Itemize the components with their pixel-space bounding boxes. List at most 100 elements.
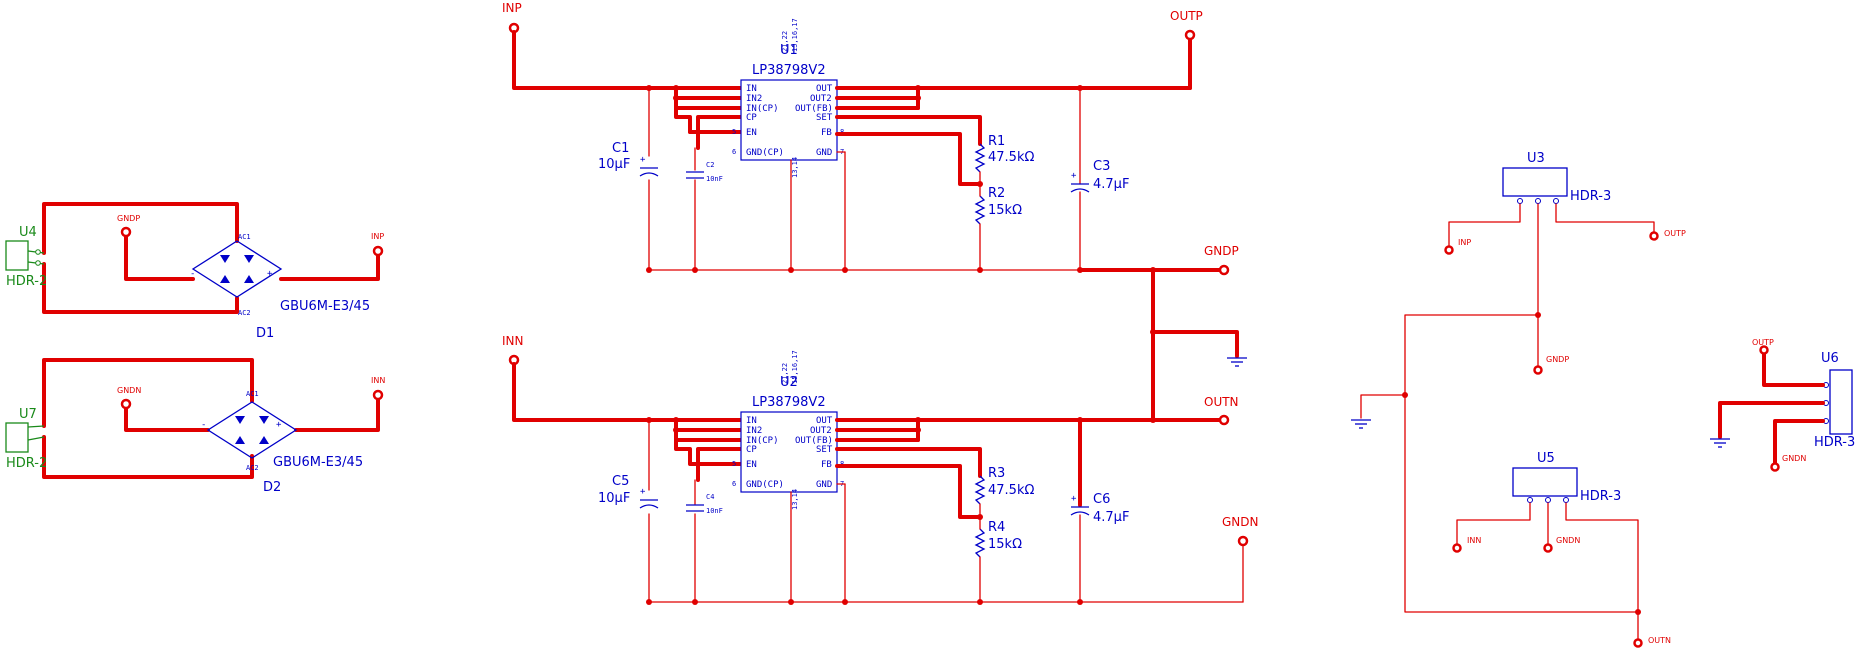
- regulator-u1-body[interactable]: [740, 79, 838, 161]
- header-u3[interactable]: [1502, 167, 1568, 197]
- u3-inp-probe[interactable]: [1444, 245, 1454, 255]
- u2-pin-set: SET: [816, 445, 833, 455]
- regulator-u2-body[interactable]: [740, 411, 838, 493]
- header-u4[interactable]: [5, 240, 29, 271]
- r1-value: 47.5kΩ: [988, 150, 1034, 165]
- u2-pin-out2: OUT2: [810, 426, 832, 436]
- gndp-net-label: GNDP: [1204, 244, 1239, 258]
- u1-pin-en: EN: [746, 128, 757, 138]
- u2-pinnum-5: 5: [732, 460, 736, 468]
- regulator-stage-2: INN + C5 10µF C4 10nF IN IN2 IN(CP) CP E…: [502, 334, 1259, 605]
- c6-value: 4.7µF: [1093, 510, 1129, 525]
- ground-tie: [1150, 267, 1247, 422]
- u1-pinnum-5: 5: [732, 128, 736, 136]
- u3-gndp-label: GNDP: [1546, 355, 1569, 364]
- u3-outp-label: OUTP: [1664, 229, 1686, 238]
- u5-ref: U5: [1537, 451, 1555, 466]
- u1-bottom-pins: 13,14: [791, 157, 799, 178]
- bridge-rectifier-d2[interactable]: [206, 401, 298, 459]
- u2-pin-outfb: OUT(FB): [795, 436, 833, 446]
- u3-ref: U3: [1527, 151, 1545, 166]
- u4-part: HDR-2: [6, 274, 47, 289]
- header-u7[interactable]: [5, 422, 29, 453]
- u2-pinnum-6: 6: [732, 480, 736, 488]
- c2-ref: C2: [706, 161, 714, 169]
- r3-resistor[interactable]: [974, 475, 986, 505]
- inn-label-left: INN: [371, 376, 385, 385]
- u1-ref: U1: [780, 43, 798, 58]
- d1-pin-ac1: AC1: [238, 233, 251, 241]
- gndn-net-label: GNDN: [1222, 515, 1259, 529]
- u5-outn-label: OUTN: [1648, 636, 1671, 645]
- header-u6[interactable]: [1829, 369, 1853, 435]
- u1-top-pins-b: 15,16,17: [791, 18, 799, 52]
- c2-value: 10nF: [706, 175, 723, 183]
- outp-net-label: OUTP: [1170, 9, 1203, 23]
- u3-part: HDR-3: [1570, 189, 1611, 204]
- outp-probe[interactable]: [1184, 29, 1196, 41]
- r4-ref: R4: [988, 520, 1005, 535]
- header-section-u3-u5: U3 HDR-3 INP OUTP GNDP OUTN U5 HDR-3: [1351, 151, 1686, 648]
- u5-part: HDR-3: [1580, 489, 1621, 504]
- gndp-probe-left[interactable]: [120, 226, 132, 238]
- d1-part: GBU6M-E3/45: [280, 299, 370, 314]
- u1-pin-in: IN: [746, 84, 757, 94]
- outn-net-label: OUTN: [1204, 395, 1239, 409]
- svg-text:+: +: [276, 420, 282, 430]
- u5-outn-probe[interactable]: [1633, 638, 1643, 648]
- svg-text:+: +: [1071, 171, 1077, 181]
- r1-resistor[interactable]: [974, 143, 986, 173]
- r3-ref: R3: [988, 466, 1005, 481]
- svg-text:+: +: [267, 269, 273, 279]
- d2-ref: D2: [263, 480, 281, 495]
- u2-pin-fb: FB: [821, 460, 832, 470]
- u3-outp-probe[interactable]: [1649, 231, 1659, 241]
- u3-gndp-probe[interactable]: [1533, 365, 1543, 375]
- u1-pin-set: SET: [816, 113, 833, 123]
- u5-inn-probe[interactable]: [1452, 543, 1462, 553]
- u2-pin-out: OUT: [816, 416, 833, 426]
- d2-part: GBU6M-E3/45: [273, 455, 363, 470]
- u6-part: HDR-3: [1814, 435, 1855, 450]
- c5-ref: C5: [612, 474, 629, 489]
- d1-ref: D1: [256, 326, 274, 341]
- gndn-probe-left[interactable]: [120, 398, 132, 410]
- r4-value: 15kΩ: [988, 537, 1022, 552]
- svg-text:-: -: [190, 269, 195, 279]
- r3-value: 47.5kΩ: [988, 483, 1034, 498]
- header-section-u6: U6 HDR-3 OUTP GNDN: [1710, 338, 1855, 472]
- u1-part: LP38798V2: [752, 63, 826, 78]
- u1-pinnum-6: 6: [732, 148, 736, 156]
- gndp-label-left: GNDP: [117, 214, 140, 223]
- u2-pin-en: EN: [746, 460, 757, 470]
- bridge-rectifier-d1[interactable]: [191, 240, 283, 298]
- u6-outp-label: OUTP: [1752, 338, 1774, 347]
- u2-pin-gnd: GND: [816, 480, 832, 490]
- u5-inn-label: INN: [1467, 536, 1481, 545]
- u7-ref: U7: [19, 407, 37, 422]
- u2-top-pins: 21,22: [781, 363, 789, 384]
- u1-pin-incp: IN(CP): [746, 104, 779, 114]
- gndp-probe[interactable]: [1218, 264, 1230, 276]
- gndn-probe[interactable]: [1237, 535, 1249, 547]
- c5-value: 10µF: [598, 491, 630, 506]
- r2-resistor[interactable]: [974, 195, 986, 225]
- d1-pin-ac2: AC2: [238, 309, 251, 317]
- c4-value: 10nF: [706, 507, 723, 515]
- u7-part: HDR-2: [6, 456, 47, 471]
- header-u5[interactable]: [1512, 467, 1578, 497]
- u2-pin-incp: IN(CP): [746, 436, 779, 446]
- rectifier-section-n: AC1 AC2 - + GBU6M-E3/45 D2 GNDN INN U7 H…: [5, 358, 385, 495]
- r4-resistor[interactable]: [974, 528, 986, 558]
- u6-gndn-probe[interactable]: [1770, 462, 1780, 472]
- u1-pin-out2: OUT2: [810, 94, 832, 104]
- inp-probe-left[interactable]: [372, 245, 384, 257]
- u2-bottom-pins: 13,14: [791, 489, 799, 510]
- u2-part: LP38798V2: [752, 395, 826, 410]
- u6-outp-probe[interactable]: [1759, 345, 1769, 355]
- u5-gndn-probe[interactable]: [1543, 543, 1553, 553]
- inn-probe-left[interactable]: [372, 389, 384, 401]
- u1-top-pins: 21,22: [781, 31, 789, 52]
- outn-probe[interactable]: [1218, 414, 1230, 426]
- d2-pin-ac1: AC1: [246, 390, 259, 398]
